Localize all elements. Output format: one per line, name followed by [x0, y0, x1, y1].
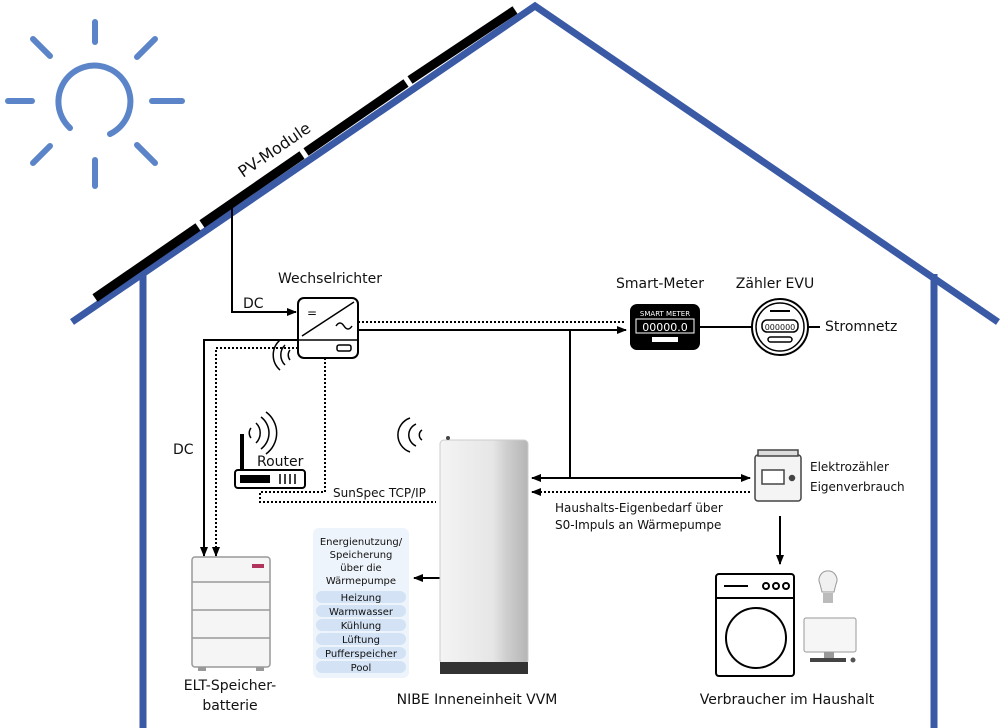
info-item: Heizung: [341, 593, 382, 604]
info-item: Pool: [351, 663, 372, 674]
energy-usage-box: Energienutzung/ Speicherung über die Wär…: [313, 528, 409, 678]
pv-panels: [92, 6, 518, 302]
battery-storage: [191, 556, 271, 671]
info-title-line: Wärmepumpe: [326, 576, 396, 587]
ac-symbol: [335, 322, 353, 330]
washing-machine-icon: [715, 573, 795, 677]
heat-pump-label: NIBE Inneneinheit VVM: [397, 692, 558, 708]
household-label-line2: S0-Impuls an Wärmepumpe: [555, 518, 721, 532]
consumers-label: Verbraucher im Haushalt: [700, 692, 875, 708]
router-label: Router: [257, 454, 304, 470]
info-title-line: über die: [340, 563, 381, 574]
sunspec-label: SunSpec TCP/IP: [333, 486, 426, 500]
inverter-label: Wechselrichter: [278, 271, 382, 287]
smart-meter: SMART METER 00000.0: [630, 304, 700, 350]
household-label-line1: Haushalts-Eigenbedarf über: [555, 501, 723, 515]
heat-pump-unit: [397, 417, 529, 674]
grid-label: Stromnetz: [825, 319, 897, 335]
inverter: =: [297, 297, 359, 359]
info-item: Pufferspeicher: [325, 649, 398, 660]
electricity-meter: [754, 449, 802, 502]
utility-meter: 000000: [751, 298, 809, 356]
utility-meter-label: Zähler EVU: [736, 276, 814, 292]
info-item-list: Heizung Warmwasser Kühlung Lüftung Puffe…: [316, 591, 406, 674]
smart-meter-screen-title: SMART METER: [640, 310, 690, 318]
dc-symbol: =: [307, 306, 317, 320]
battery-label-line2: batterie: [202, 698, 257, 714]
connection-lines: [200, 208, 820, 582]
info-item: Kühlung: [341, 621, 382, 632]
house-outline: [70, 1, 1000, 728]
info-item: Warmwasser: [329, 607, 394, 618]
info-title-line: Energienutzung/: [320, 537, 403, 548]
elec-meter-label-line1: Elektrozähler: [810, 460, 889, 474]
computer-icon: [803, 617, 857, 663]
utility-meter-reading: 000000: [765, 323, 796, 332]
smart-meter-label: Smart-Meter: [616, 276, 704, 292]
elec-meter-label-line2: Eigenverbrauch: [810, 480, 905, 494]
light-bulb-icon: [818, 570, 838, 603]
dc-left-label: DC: [173, 442, 194, 458]
info-item: Lüftung: [342, 635, 380, 646]
smart-meter-reading: 00000.0: [642, 321, 688, 334]
sun-icon: [5, 19, 185, 189]
dc-top-label: DC: [243, 296, 264, 312]
router: [234, 411, 306, 489]
wifi-icon: [272, 339, 291, 371]
battery-label-line1: ELT-Speicher-: [184, 678, 276, 694]
info-title-line: Speicherung: [330, 550, 393, 561]
